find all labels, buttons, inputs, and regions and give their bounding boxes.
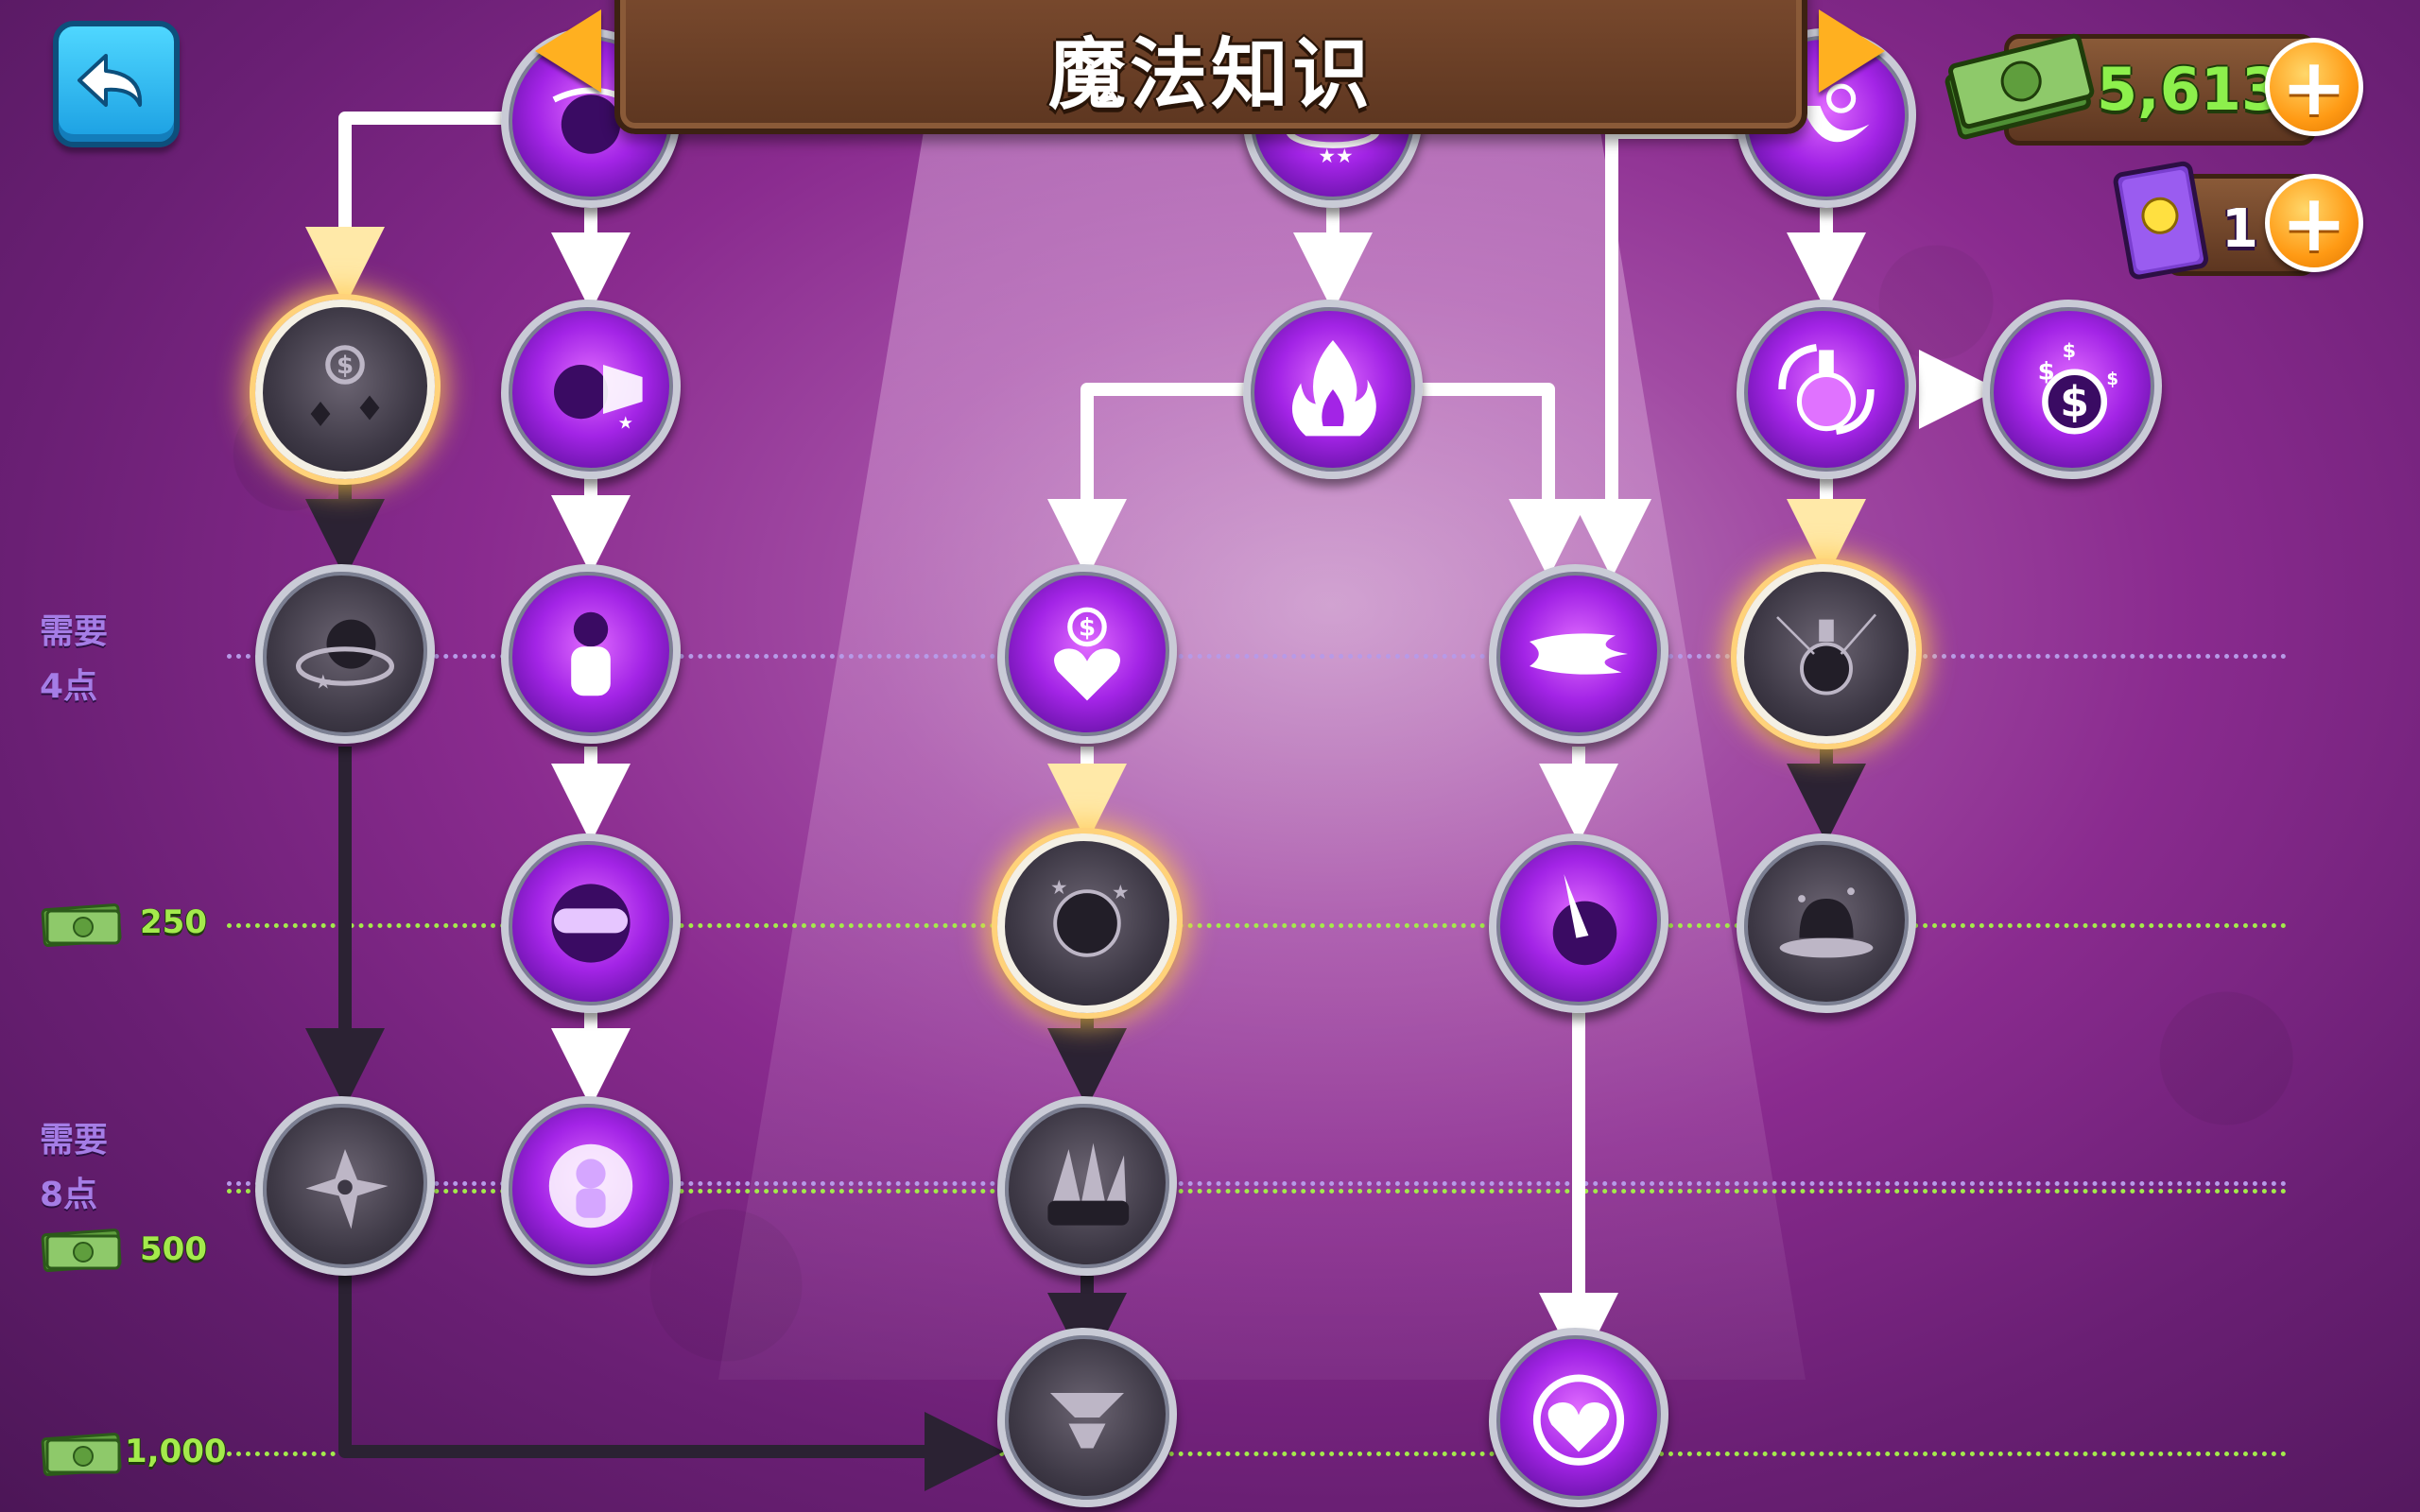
svg-text:$: $ bbox=[2106, 369, 2118, 389]
tier3-cost: 250 bbox=[140, 903, 207, 941]
svg-text:$: $ bbox=[2063, 339, 2076, 362]
upgrade-node-potion-cracked[interactable] bbox=[1737, 564, 1916, 744]
upgrade-node-bloon-pierce[interactable] bbox=[1489, 833, 1668, 1013]
tier2-requirement: 需要 4点 bbox=[40, 612, 109, 706]
add-cash-button[interactable]: + bbox=[2265, 38, 2363, 136]
tier-line-1000 bbox=[227, 1452, 2288, 1456]
upgrade-node-potion-cycle[interactable] bbox=[1737, 300, 1916, 479]
svg-text:$: $ bbox=[1079, 614, 1096, 643]
upgrade-node-bloon-splash[interactable] bbox=[1737, 833, 1916, 1013]
tier5-cost: 1,000 bbox=[125, 1433, 227, 1470]
next-hero-arrow-icon[interactable] bbox=[1819, 9, 1885, 93]
upgrade-node-cash-heart[interactable]: $ bbox=[997, 564, 1177, 744]
tier4-requirement: 需要 8点 bbox=[40, 1121, 109, 1214]
upgrade-node-monkey-flash[interactable] bbox=[501, 1096, 681, 1276]
cash-icon bbox=[41, 903, 122, 948]
svg-text:$: $ bbox=[2038, 358, 2055, 387]
title-banner: 魔法知识 bbox=[614, 0, 1807, 134]
cash-icon bbox=[41, 1228, 122, 1273]
upgrade-node-flames[interactable] bbox=[1489, 564, 1668, 744]
heart-icon bbox=[1532, 1374, 1625, 1466]
spike-rubble-icon bbox=[1047, 1143, 1130, 1226]
svg-text:$: $ bbox=[2060, 379, 2089, 427]
back-button[interactable] bbox=[53, 21, 180, 147]
ninja-shuriken-cash-icon: $ bbox=[310, 345, 380, 426]
tornado-icon bbox=[1050, 1393, 1124, 1449]
bloon-splash-icon bbox=[1779, 887, 1874, 958]
shuriken-icon bbox=[305, 1149, 389, 1229]
upgrade-node-shuriken[interactable] bbox=[255, 1096, 435, 1276]
svg-text:★: ★ bbox=[1050, 876, 1068, 899]
upgrade-node-blast-burst[interactable]: ★ bbox=[501, 300, 681, 479]
upgrade-node-bloon-lightning[interactable]: ★★ bbox=[997, 833, 1177, 1013]
bloon-lightning-icon: ★★ bbox=[1050, 876, 1130, 957]
svg-text:$: $ bbox=[337, 352, 354, 380]
knowledge-amount: 1 bbox=[2221, 198, 2258, 260]
add-knowledge-button[interactable]: + bbox=[2265, 174, 2363, 272]
tier-line-8pts-upper bbox=[227, 1181, 2288, 1186]
cash-coin-icon: $$$$ bbox=[2038, 339, 2118, 435]
knowledge-book-icon bbox=[2113, 161, 2209, 280]
tier-line-8pts bbox=[227, 1189, 2288, 1194]
svg-text:★: ★ bbox=[315, 670, 333, 693]
potion-cracked-icon bbox=[1776, 613, 1876, 696]
bloon-pierce-icon bbox=[1552, 874, 1617, 966]
upgrade-node-cash-coin[interactable]: $$$$ bbox=[1982, 300, 2162, 479]
cash-amount: 5,613 bbox=[2097, 55, 2283, 124]
tier4-cost: 500 bbox=[140, 1230, 207, 1268]
blast-burst-icon: ★ bbox=[554, 365, 643, 434]
svg-text:★: ★ bbox=[1112, 881, 1130, 903]
upgrade-node-ninja-shuriken-cash[interactable]: $ bbox=[255, 300, 435, 479]
svg-text:★★: ★★ bbox=[1318, 145, 1353, 167]
upgrade-node-heart[interactable] bbox=[1489, 1328, 1668, 1507]
cash-heart-icon: $ bbox=[1054, 607, 1120, 701]
visor-helmet-icon bbox=[551, 884, 631, 963]
upgrade-node-orbit-spin[interactable]: ★ bbox=[255, 564, 435, 744]
cash-icon bbox=[41, 1433, 122, 1477]
flames-icon bbox=[1530, 633, 1628, 675]
fire-icon bbox=[1291, 340, 1376, 437]
tier-line-4pts bbox=[227, 654, 2288, 659]
upgrade-node-tornado[interactable] bbox=[997, 1328, 1177, 1507]
back-arrow-icon bbox=[78, 54, 143, 107]
tier-line-250 bbox=[227, 923, 2288, 928]
upgrade-node-visor-helmet[interactable] bbox=[501, 833, 681, 1013]
previous-hero-arrow-icon[interactable] bbox=[535, 9, 601, 93]
cash-stack-icon bbox=[1945, 33, 2095, 140]
monkey-flash-icon bbox=[548, 1143, 633, 1228]
upgrade-node-fire[interactable] bbox=[1243, 300, 1423, 479]
potion-cycle-icon bbox=[1778, 343, 1875, 436]
orbit-spin-icon: ★ bbox=[296, 619, 394, 693]
upgrade-node-spike-rubble[interactable] bbox=[997, 1096, 1177, 1276]
page-title: 魔法知识 bbox=[1047, 29, 1374, 120]
monkey-glow-icon bbox=[571, 611, 611, 696]
svg-text:★: ★ bbox=[618, 414, 633, 434]
upgrade-node-monkey-glow[interactable] bbox=[501, 564, 681, 744]
